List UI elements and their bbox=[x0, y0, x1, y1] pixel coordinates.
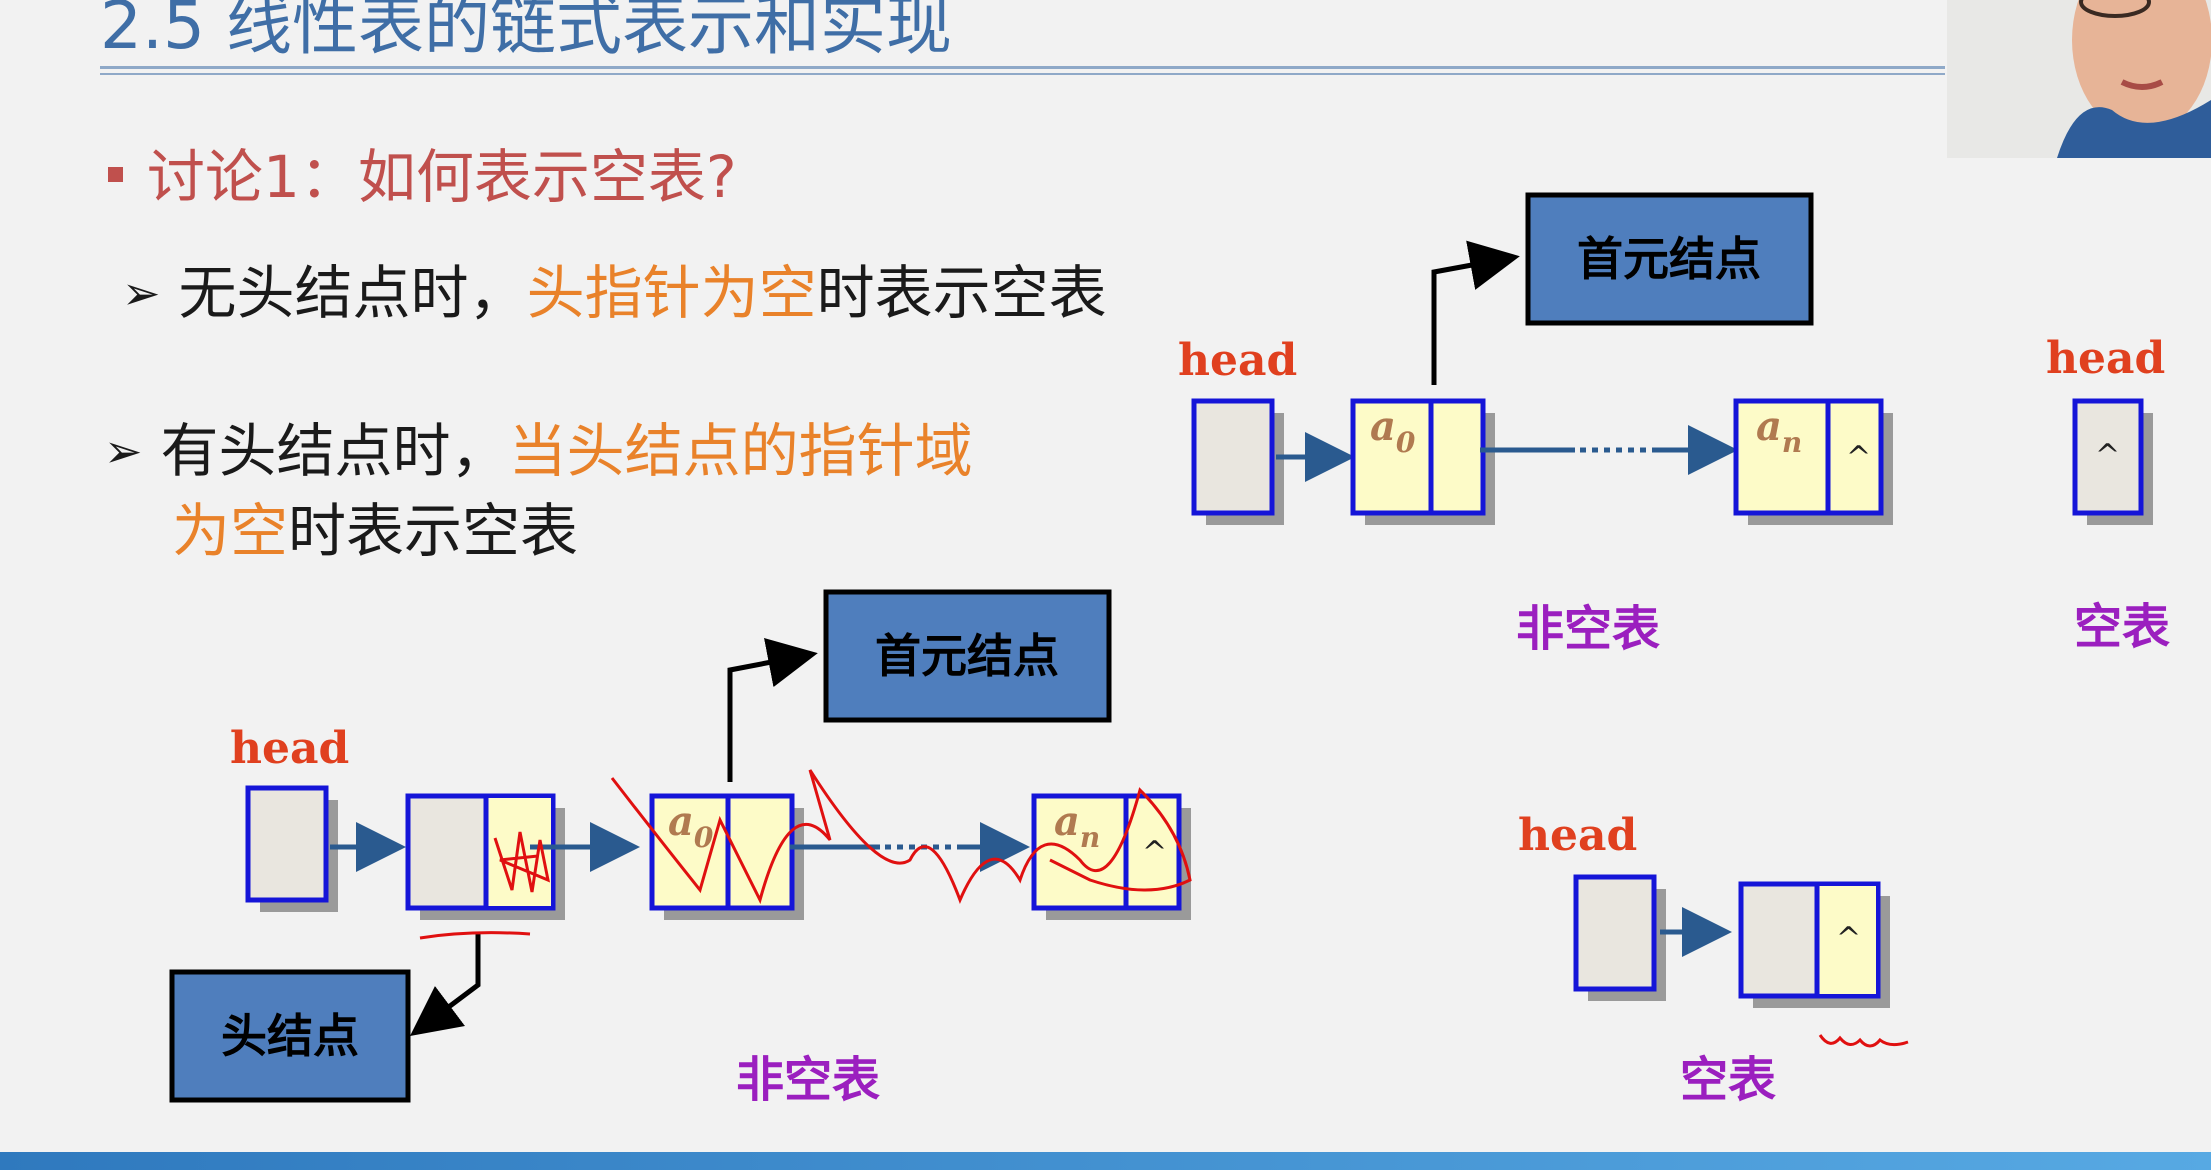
null-symbol: ^ bbox=[1836, 921, 1861, 956]
point2-prefix: 有头结点时， bbox=[160, 417, 509, 485]
point2-highlight-line2: 为空 bbox=[172, 497, 289, 565]
point1-suffix: 时表示空表 bbox=[816, 259, 1107, 327]
scribble-node-chain bbox=[610, 769, 1192, 905]
head-pointer-box bbox=[1573, 874, 1657, 992]
slide-title: 2.5 线性表的链式表示和实现 bbox=[100, 0, 952, 64]
point2-suffix-line2: 时表示空表 bbox=[288, 497, 579, 565]
first-node-label: 首元结点 bbox=[1577, 232, 1761, 286]
presenter-image bbox=[1947, 0, 2211, 158]
point2-highlight-line1: 当头结点的指针域 bbox=[508, 417, 973, 485]
diagram-no-head-nonempty: head a0 an ^ 首元结点 非空表 bbox=[1178, 192, 1893, 657]
head-node-label-box bbox=[169, 969, 411, 1103]
first-node-label-box bbox=[823, 589, 1112, 723]
head-pointer-label: head bbox=[230, 723, 349, 774]
node-a0 bbox=[649, 793, 795, 911]
point1-highlight: 头指针为空 bbox=[526, 259, 817, 327]
arrow-bullet-icon: ➢ bbox=[104, 424, 143, 478]
null-symbol: ^ bbox=[1846, 440, 1871, 475]
node-a0-label: a0 bbox=[1370, 403, 1416, 459]
first-node-label-box bbox=[1525, 192, 1814, 326]
head-pointer-box bbox=[245, 785, 329, 903]
handwritten-annotations bbox=[419, 769, 1909, 1048]
head-pointer-label: head bbox=[2046, 333, 2165, 384]
head-node-label: 头结点 bbox=[221, 1009, 359, 1063]
null-symbol: ^ bbox=[1142, 835, 1167, 870]
diagram-with-head-empty: head ^ 空表 bbox=[1518, 810, 1890, 1108]
presenter-video bbox=[1947, 0, 2211, 158]
node-an-label: an bbox=[1054, 798, 1100, 854]
node-a0 bbox=[1350, 398, 1486, 516]
squiggle-empty bbox=[1818, 1034, 1909, 1048]
null-symbol: ^ bbox=[2095, 438, 2120, 473]
node-an-label: an bbox=[1756, 403, 1802, 459]
caption-empty: 空表 bbox=[2074, 599, 2170, 655]
square-bullet-icon bbox=[108, 167, 123, 183]
head-pointer-label: head bbox=[1518, 810, 1637, 861]
head-node-pointer bbox=[410, 934, 481, 1036]
head-pointer-label: head bbox=[1178, 335, 1297, 386]
diagram-with-head-nonempty: head a0 an ^ 首元结点 头结点 非空表 bbox=[169, 589, 1191, 1108]
diagram-no-head-empty: head ^ 空表 bbox=[2046, 333, 2170, 655]
first-node-label: 首元结点 bbox=[875, 629, 1059, 683]
question-text: 讨论1：如何表示空表? bbox=[147, 143, 737, 211]
node-a0-label: a0 bbox=[668, 798, 714, 854]
caption-nonempty: 非空表 bbox=[1516, 601, 1660, 657]
first-node-pointer bbox=[727, 638, 818, 782]
point-no-head-node: ➢ 无头结点时，头指针为空时表示空表 bbox=[122, 255, 1107, 335]
scribble-pointer-field bbox=[493, 831, 551, 893]
bottom-bar bbox=[0, 1152, 2211, 1170]
point1-prefix: 无头结点时， bbox=[178, 259, 527, 327]
head-pointer-box bbox=[1191, 398, 1275, 516]
head-pointer-box bbox=[2072, 398, 2144, 516]
caption-empty: 空表 bbox=[1680, 1052, 1776, 1108]
discussion-question: 讨论1：如何表示空表? bbox=[108, 130, 737, 214]
underline-head-node bbox=[419, 931, 531, 940]
title-divider bbox=[100, 66, 1945, 75]
point-with-head-node: ➢ 有头结点时，当头结点的指针域 为空时表示空表 bbox=[104, 413, 973, 569]
first-node-pointer bbox=[1431, 240, 1520, 385]
arrow-bullet-icon: ➢ bbox=[122, 266, 161, 320]
caption-nonempty: 非空表 bbox=[736, 1052, 880, 1108]
node-an bbox=[1733, 398, 1884, 516]
